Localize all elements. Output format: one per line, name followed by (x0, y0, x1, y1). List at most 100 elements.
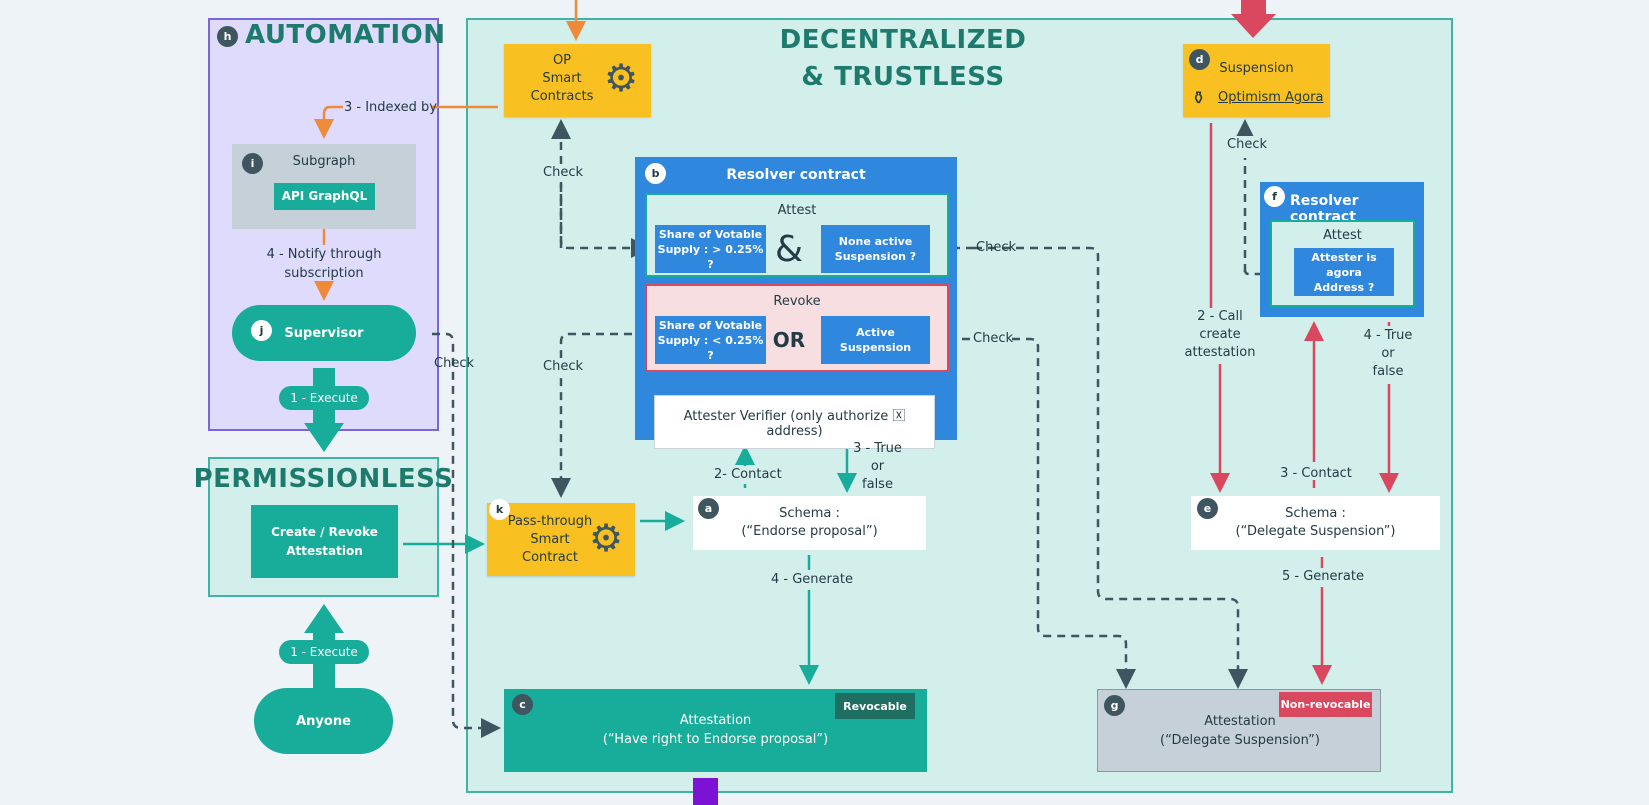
automation-title: AUTOMATION (245, 20, 446, 50)
label-call-3: attestation (1184, 345, 1256, 360)
attest-share-check: Share of Votable Supply : > 0.25% ? (655, 225, 766, 273)
create-revoke-line2: Attestation (286, 543, 363, 558)
revoke-suspension-check: Active Suspension (821, 316, 930, 364)
label-true-false-f-3: false (1372, 364, 1404, 379)
revoke-left-line2: Supply : < 0.25% ? (657, 333, 764, 362)
op-smart-contracts-node: OP Smart Contracts ⚙ (504, 44, 651, 117)
attestation-g-label: Attestation (“Delegate Suspension”) (1098, 712, 1382, 750)
attest-panel: Attest Share of Votable Supply : > 0.25%… (645, 193, 949, 277)
api-graphql-button[interactable]: API GraphQL (274, 183, 375, 210)
edge-check-op-b (559, 180, 651, 258)
attester-verifier-node: Attester Verifier (only authorize 🅇 addr… (654, 395, 935, 449)
label-notify-1: 4 - Notify through (266, 247, 382, 262)
pass-line2: Smart (530, 532, 570, 547)
badge-g: g (1104, 695, 1125, 716)
op-line2: Smart (542, 71, 582, 86)
edge-check-supervisor (432, 332, 501, 738)
resolver-f-attest-title: Attest (1323, 228, 1362, 243)
op-line3: Contracts (530, 89, 594, 104)
agora-address-check: Attester is agora Address ? (1294, 248, 1394, 296)
attest-left-line2: Supply : > 0.25% ? (657, 242, 764, 271)
execute-bottom-label: 1 - Execute (279, 640, 369, 664)
badge-b: b (645, 163, 666, 184)
supervisor-label: Supervisor (284, 325, 364, 341)
label-notify-2: subscription (284, 266, 364, 281)
schema-a-line1: Schema : (779, 506, 840, 521)
attest-suspension-check: None active Suspension ? (821, 225, 930, 273)
create-revoke-node[interactable]: Create / Revoke Attestation (251, 505, 398, 578)
attest-operator: & (774, 228, 804, 270)
decentralized-region (466, 18, 1453, 793)
badge-i: i (242, 153, 263, 174)
label-generate-e: 5 - Generate (1282, 569, 1364, 584)
attestation-c-line2: (“Have right to Endorse proposal”) (602, 732, 829, 747)
label-check-agora: Check (1227, 136, 1267, 154)
schema-e-line2: (“Delegate Suspension”) (1235, 524, 1396, 539)
pass-line3: Contract (522, 550, 578, 565)
decentralized-title-line1: DECENTRALIZED (779, 25, 1027, 55)
attestation-g-line1: Attestation (1204, 714, 1276, 729)
revoke-left-line1: Share of Votable (658, 318, 763, 332)
edge-indexed-by-b (314, 105, 343, 139)
resolver-b-title: Resolver contract (726, 167, 866, 183)
badge-f: f (1264, 186, 1285, 207)
pass-through-label: Pass-through Smart Contract (507, 513, 593, 567)
attester-verifier-label: Attester Verifier (only authorize 🅇 addr… (683, 409, 906, 439)
label-contact-e: 3 - Contact (1280, 466, 1352, 481)
revoke-right-line2: Suspension (839, 341, 912, 354)
execute-down-arrow (304, 368, 344, 452)
red-top-arrow (1231, 0, 1276, 38)
agora-check-line2: Address ? (1313, 280, 1375, 294)
resolver-f-attest-panel: Attest Attester is agora Address ? (1270, 220, 1415, 307)
revoke-right-line1: Active (856, 326, 895, 339)
attest-title: Attest (777, 203, 817, 218)
label-true-false-f-2: or (1381, 346, 1395, 361)
decentralized-title: DECENTRALIZED & TRUSTLESS (780, 22, 1026, 96)
suspension-title: Suspension (1219, 61, 1294, 76)
schema-e-node: Schema : (“Delegate Suspension”) (1191, 496, 1440, 550)
attest-right-line2: Suspension ? (834, 250, 917, 263)
label-true-false-a-1: 3 - True (853, 441, 902, 456)
pass-line1: Pass-through (507, 514, 593, 529)
badge-e: e (1197, 498, 1218, 519)
create-revoke-line1: Create / Revoke (271, 524, 378, 539)
anyone-label: Anyone (296, 713, 351, 729)
edge-check-revoke (1012, 337, 1136, 689)
badge-h: h (217, 26, 238, 47)
pass-through-node: k Pass-through Smart Contract ⚙ (487, 499, 635, 576)
schema-e-line1: Schema : (1285, 506, 1346, 521)
attestation-c-label: Attestation (“Have right to Endorse prop… (504, 711, 927, 749)
permissionless-title: PERMISSIONLESS (193, 464, 454, 494)
schema-a-line2: (“Endorse proposal”) (741, 524, 878, 539)
badge-j: j (251, 320, 272, 341)
optimism-agora-link[interactable]: Optimism Agora (1218, 90, 1324, 105)
label-check-op: Check (543, 164, 583, 182)
label-true-false-a-3: false (862, 477, 893, 492)
attestation-c-line1: Attestation (679, 713, 752, 728)
label-indexed-by: 3 - Indexed by (344, 100, 437, 115)
non-revocable-tag: Non-revocable (1279, 692, 1372, 717)
revoke-title: Revoke (773, 294, 821, 309)
purple-connector (693, 778, 718, 805)
revoke-share-check: Share of Votable Supply : < 0.25% ? (655, 316, 766, 364)
resolver-contract-b: b Resolver contract Attest Share of Vota… (635, 157, 957, 440)
revoke-operator: OR (772, 328, 806, 352)
attest-left-line1: Share of Votable (658, 227, 763, 241)
schema-a-node: Schema : (“Endorse proposal”) (693, 496, 926, 550)
resolver-contract-f: f Resolver contract Attest Attester is a… (1260, 182, 1424, 317)
subgraph-node: i Subgraph API GraphQL (232, 144, 416, 229)
edge-check-pass (551, 332, 646, 498)
attest-right-line1: None active (838, 235, 913, 248)
gear-icon: ⚙ (589, 516, 624, 560)
badge-c: c (512, 694, 533, 715)
gear-icon: ⚙ (604, 56, 639, 100)
attestation-c-node: c Revocable Attestation (“Have right to … (504, 689, 927, 772)
execute-top-label: 1 - Execute (279, 386, 369, 410)
label-call-1: 2 - Call (1197, 309, 1243, 324)
attestation-g-line2: (“Delegate Suspension”) (1160, 733, 1320, 748)
label-call-2: create (1199, 327, 1241, 342)
badge-a: a (698, 498, 719, 519)
edge-check-attest (974, 246, 1248, 689)
attestation-g-node: g Non-revocable Attestation (“Delegate S… (1097, 689, 1381, 772)
